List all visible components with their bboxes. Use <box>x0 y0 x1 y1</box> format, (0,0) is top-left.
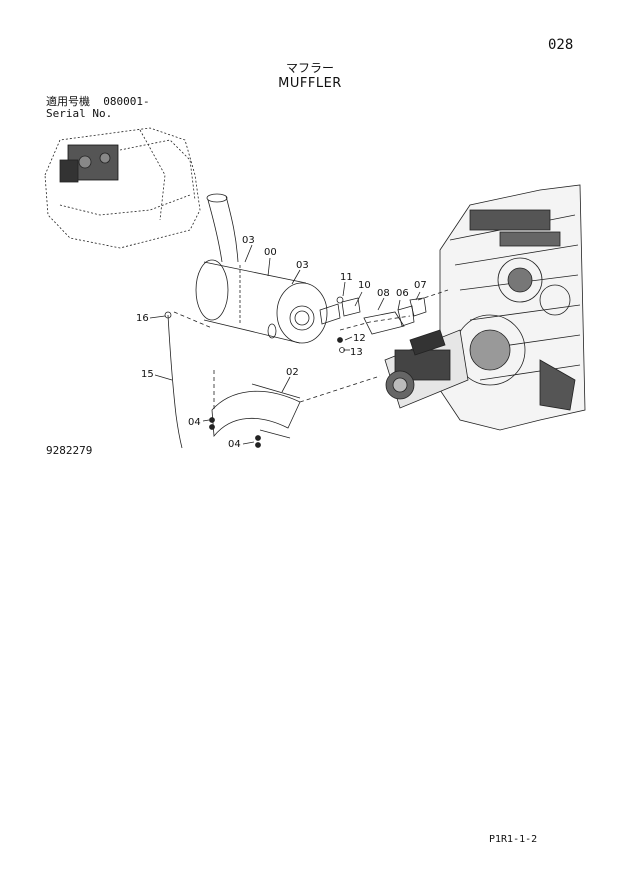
tail-pipe <box>206 193 239 263</box>
callout-15: 15 <box>141 369 154 380</box>
muffler-body <box>195 259 328 344</box>
callout-16: 16 <box>136 313 149 324</box>
callout-04-left: 04 <box>188 417 201 428</box>
serial-label-japanese: 適用号機 <box>46 95 90 108</box>
callout-03-lower: 03 <box>296 260 309 271</box>
page-number: 028 <box>548 37 574 53</box>
callout-06: 06 <box>396 288 409 299</box>
callout-11: 11 <box>340 272 353 283</box>
thumbnail-engine <box>59 144 119 183</box>
callout-13: 13 <box>350 347 363 358</box>
callout-08: 08 <box>377 288 390 299</box>
engine-assembly <box>439 184 586 431</box>
pipe-assembly <box>319 296 427 353</box>
serial-block: 適用号機 080001- Serial No. <box>46 96 150 120</box>
serial-value: 080001- <box>103 95 150 108</box>
callout-04-bottom: 04 <box>228 439 241 450</box>
drawing-number: 9282279 <box>46 444 93 457</box>
callout-00: 00 <box>264 247 277 258</box>
callout-02: 02 <box>286 367 299 378</box>
machine-thumbnail <box>44 127 201 249</box>
drain-tube <box>164 311 183 449</box>
callout-leaders <box>149 244 421 445</box>
heat-shield <box>211 383 301 439</box>
serial-line-japanese: 適用号機 080001- <box>46 96 150 108</box>
leader-lines <box>173 289 449 410</box>
callout-12: 12 <box>353 333 366 344</box>
callout-07: 07 <box>414 280 427 291</box>
callout-10: 10 <box>358 280 371 291</box>
title-english: MUFFLER <box>278 76 342 91</box>
footer-code: P1R1-1-2 <box>489 834 538 845</box>
bolts <box>209 417 261 448</box>
title-japanese: マフラー <box>285 61 334 75</box>
callout-03-upper: 03 <box>242 235 255 246</box>
pump-assembly <box>384 329 469 409</box>
serial-label-english: Serial No. <box>46 107 113 120</box>
callout-labels: 03 00 03 11 10 08 06 07 16 12 13 15 02 0… <box>136 235 427 450</box>
